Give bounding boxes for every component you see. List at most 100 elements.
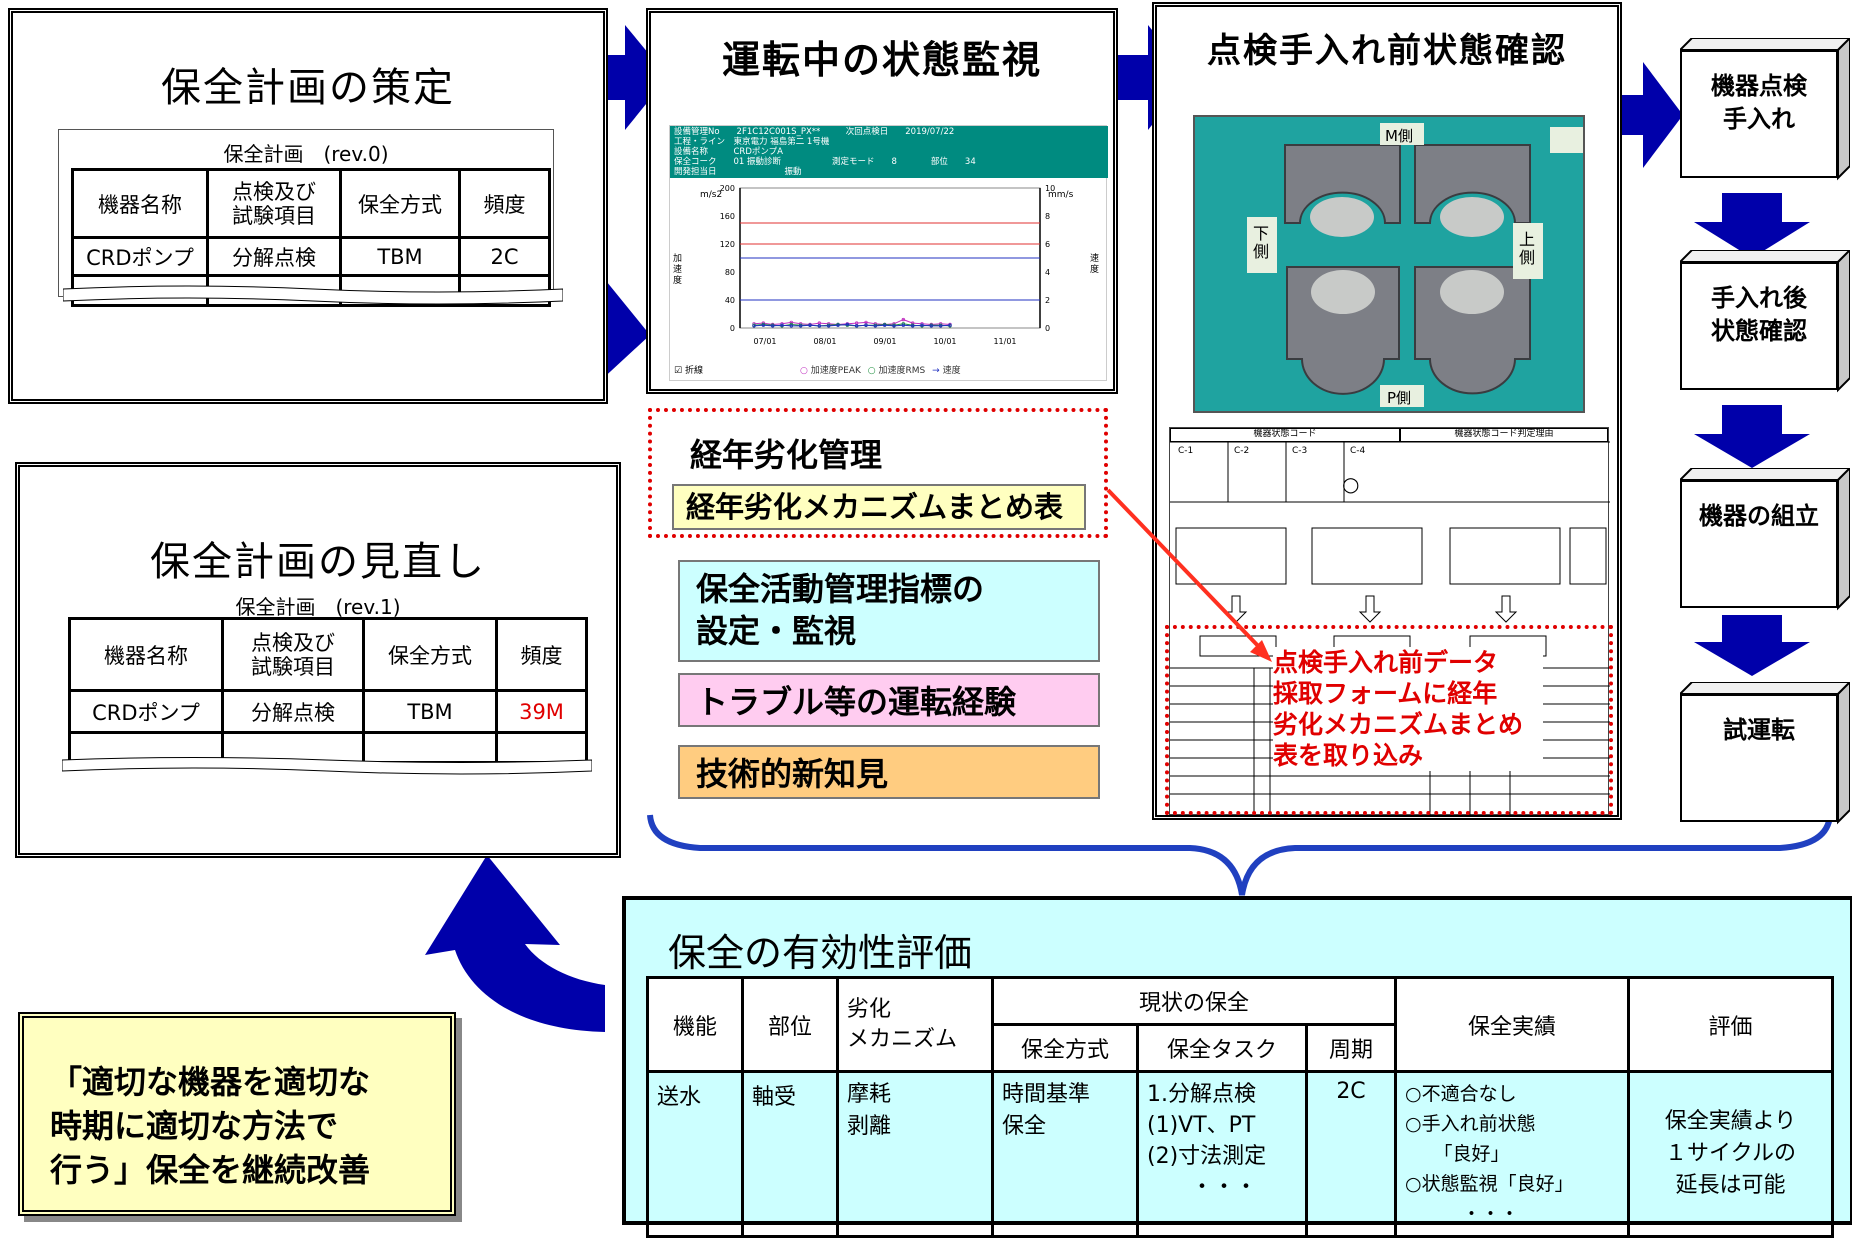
plan-review-cell-equipment: CRDポンプ — [68, 689, 224, 734]
plan-review-cell-frequency: 39M — [495, 689, 588, 734]
form-code: C-3 — [1292, 446, 1308, 456]
monitoring-header-line: 設備管理No 2F1C12C001S_PX** 次回点検日 2019/07/22 — [674, 127, 955, 137]
aging-title: 経年劣化管理 — [690, 436, 883, 474]
evaluation-title: 保全の有効性評価 — [668, 931, 973, 975]
chart-y2-tick-label: 8 — [1045, 212, 1050, 221]
bearing-photo: M側 下側 上側 P側 — [1193, 115, 1585, 413]
arrow-step1-to-step2 — [1694, 193, 1810, 258]
plan-strategy-header-frequency: 頻度 — [458, 168, 551, 239]
chart-left-unit: m/s2 — [700, 190, 723, 200]
chart-data-point — [789, 320, 794, 325]
photo-label-m: M側 — [1385, 127, 1413, 145]
chart-series-line — [753, 319, 951, 326]
chart-data-point — [910, 324, 915, 328]
chart-data-point — [901, 323, 906, 327]
chart-data-point — [789, 324, 794, 328]
red-connector-head — [1250, 640, 1272, 662]
chart-data-point — [770, 324, 775, 328]
chart-right-unit: mm/s — [1048, 190, 1074, 200]
chart-data-point — [761, 323, 766, 327]
plan-review-header-frequency: 頻度 — [495, 617, 588, 692]
monitoring-header-line: 開発担当日 振動 — [674, 167, 819, 177]
legend-item: 加速度RMS — [878, 366, 926, 376]
plan-strategy-tear — [63, 285, 563, 305]
step-label: 試運転 — [1680, 694, 1838, 822]
eval-header-cycle: 周期 — [1305, 1023, 1397, 1073]
photo-label-bottom: 下側 — [1253, 224, 1270, 261]
input-technical-knowledge: 技術的新知見 — [678, 745, 1100, 799]
chart-data-point — [854, 324, 859, 328]
chart-x-tick-label: 08/01 — [813, 337, 836, 346]
chart-data-point — [864, 323, 868, 327]
form-highlight — [1165, 625, 1613, 815]
chart-data-point — [826, 324, 831, 328]
eval-header-function: 機能 — [646, 976, 744, 1073]
eval-header-part: 部位 — [741, 976, 839, 1073]
chart-x-tick-label: 09/01 — [873, 337, 896, 346]
chart-data-point — [817, 324, 822, 328]
chart-y-tick-label: 120 — [720, 240, 735, 249]
chart-data-point — [901, 317, 906, 322]
eval-header-rating: 評価 — [1627, 976, 1834, 1073]
arrow-step2-to-step3 — [1694, 405, 1810, 468]
chart-data-point — [873, 324, 878, 328]
chart-y2-tick-label: 0 — [1045, 324, 1050, 333]
evaluation-table: 機能 部位 劣化 メカニズム 現状の保全 保全実績 評価 保全方式 保全タスク … — [646, 976, 1834, 1238]
form-code: C-2 — [1234, 446, 1250, 456]
chart-x-tick-label: 11/01 — [993, 337, 1016, 346]
plan-review-header-equipment: 機器名称 — [68, 617, 224, 692]
photo-label-top: 上側 — [1519, 230, 1536, 267]
monitoring-title: 運転中の状態監視 — [721, 38, 1042, 82]
aging-table-label: 経年劣化メカニズムまとめ表 — [672, 484, 1086, 530]
form-callout-line: 採取フォームに経年 — [1273, 679, 1498, 708]
chart-y2-tick-label: 4 — [1045, 268, 1050, 277]
form-mark: ○ — [1342, 472, 1360, 496]
chart-y-tick-label: 80 — [725, 268, 735, 277]
monitoring-header-line: 工程・ライン 東京電力 福島第二 1号機 — [674, 137, 830, 147]
chart-data-point — [780, 323, 784, 327]
chart-y-tick-label: 160 — [720, 212, 735, 221]
chart-series-line — [753, 323, 951, 327]
slogan-box: 「適切な機器を適切な 時期に適切な方法で 行う」保全を継続改善 — [18, 1012, 456, 1216]
form-callout-line: 表を取り込み — [1273, 741, 1424, 770]
chart-y-tick-label: 0 — [730, 324, 735, 333]
eval-header-record: 保全実績 — [1394, 976, 1630, 1073]
chart-data-point — [882, 323, 887, 327]
eval-cell-task: 1.分解点検 (1)VT、PT (2)寸法測定 ・・・ — [1136, 1070, 1308, 1238]
cube-shape — [1680, 468, 1850, 611]
chart-checkbox[interactable]: ☑ 折線 — [674, 366, 703, 376]
plan-review-header-method: 保全方式 — [362, 617, 498, 692]
eval-cell-cycle: 2C — [1305, 1070, 1397, 1238]
plan-strategy-rev: 保全計画 (rev.0) — [223, 142, 389, 166]
form-code: C-4 — [1350, 446, 1366, 456]
eval-header-mechanism: 劣化 メカニズム — [836, 976, 994, 1073]
step-label: 手入れ後 状態確認 — [1680, 262, 1838, 390]
chart-y2-tick-label: 2 — [1045, 296, 1050, 305]
plan-strategy-cell-method: TBM — [339, 236, 461, 277]
plan-strategy-title: 保全計画の策定 — [161, 65, 455, 111]
chart-legend: ○ 加速度PEAK ○ 加速度RMS → 速度 — [800, 366, 961, 376]
plan-strategy-table: 機器名称 点検及び 試験項目 保全方式 頻度 CRDポンプ 分解点検 TBM 2… — [71, 168, 551, 307]
eval-header-current: 現状の保全 — [991, 976, 1397, 1026]
aging-panel: 経年劣化管理 経年劣化メカニズムまとめ表 — [648, 408, 1108, 538]
chart-right-label: 速度 — [1090, 254, 1100, 275]
plan-strategy-cell-equipment: CRDポンプ — [71, 236, 209, 277]
evaluation-panel: 保全の有効性評価 機能 部位 劣化 メカニズム 現状の保全 保全実績 評価 保全… — [622, 896, 1852, 1238]
eval-header-task: 保全タスク — [1136, 1023, 1308, 1073]
eval-cell-mechanism: 摩耗 剥離 — [836, 1070, 994, 1238]
chart-y2-tick-label: 10 — [1045, 184, 1055, 193]
eval-cell-rating: 保全実績より １サイクルの 延長は可能 — [1627, 1070, 1834, 1238]
photo-label-p: P側 — [1387, 389, 1412, 407]
plan-review-header-items: 点検及び 試験項目 — [221, 617, 365, 692]
plan-strategy-header-items: 点検及び 試験項目 — [206, 168, 342, 239]
plan-review-panel: 保全計画の見直し 保全計画 (rev.1) 機器名称 点検及び 試験項目 保全方… — [15, 462, 621, 858]
chart-data-point — [845, 322, 850, 327]
step-label: 機器の組立 — [1680, 480, 1838, 608]
chart-y2-tick-label: 6 — [1045, 240, 1050, 249]
chart-data-point — [798, 324, 803, 328]
chart-checkbox-label: 折線 — [684, 366, 703, 376]
chart-x-tick-label: 10/01 — [933, 337, 956, 346]
input-indicator-monitoring: 保全活動管理指標の 設定・監視 — [678, 560, 1100, 662]
